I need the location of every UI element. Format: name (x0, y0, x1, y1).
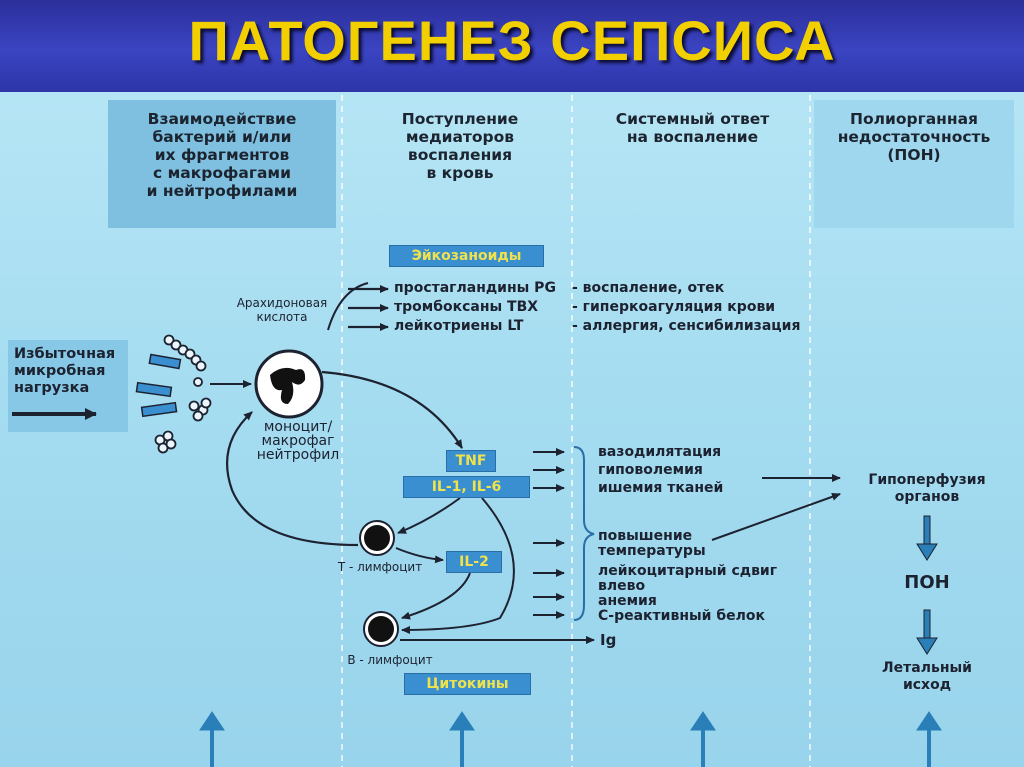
il-to-tlymph-arrow (397, 497, 461, 534)
column-separators (341, 95, 811, 767)
mediator-arrows (348, 285, 389, 331)
tnf-box: TNF (446, 450, 496, 472)
mediator-tbx: тромбоксаны ТВХ (394, 299, 539, 315)
t-lymphocyte-label: Т - лимфоцит (337, 560, 423, 574)
effect-shift-2: влево (598, 578, 646, 594)
pon-arrows (916, 515, 938, 655)
effect-hypovolemia: гиповолемия (598, 462, 703, 478)
bottom-arrow-head-1 (199, 711, 225, 731)
effect-anemia: анемия (598, 593, 657, 609)
tlymph-to-cell-arrow (225, 411, 359, 547)
title-bar: ПАТОГЕНЕЗ СЕПСИСА (0, 0, 1024, 92)
microbial-load-box (8, 340, 128, 432)
bottom-arrow-head-3 (690, 711, 716, 731)
b-lymphocyte-cell (363, 611, 399, 647)
pon-label: ПОН (904, 572, 950, 593)
il2-to-blymph-arrow (401, 572, 471, 620)
bottom-arrows (199, 711, 942, 767)
arachidonic-line (327, 282, 369, 331)
effect-ischemia: ишемия тканей (598, 480, 724, 496)
effect-crp: С-реактивный белок (598, 608, 765, 624)
il-to-blymph-arrow (401, 497, 515, 634)
column4-header-box (814, 100, 1014, 228)
bacteria-cocci (154, 334, 212, 454)
to-hypo-arrow-2 (711, 492, 841, 541)
tlymph-to-il2-arrow (395, 547, 444, 564)
rod-3 (140, 401, 178, 418)
mediator-pg-effect: - воспаление, отек (572, 280, 725, 296)
ig-label: Ig (600, 631, 617, 649)
rod-2 (135, 381, 173, 398)
effect-temp-2: температуры (598, 543, 706, 559)
bacteria-rods (135, 353, 182, 418)
effects-brace (573, 446, 595, 621)
b-lymphocyte-label: В - лимфоцит (347, 653, 433, 667)
effect-arrows (533, 448, 565, 619)
bottom-arrow-head-2 (449, 711, 475, 731)
cell-to-tnf-arrow (321, 370, 463, 449)
mediator-lt: лейкотриены LT (394, 318, 524, 334)
eicosanoids-box: Эйкозаноиды (389, 245, 544, 267)
il16-box: IL-1, IL-6 (403, 476, 530, 498)
macrophage-cell (254, 349, 324, 419)
effect-temp-1: повышение (598, 528, 693, 544)
effect-shift-1: лейкоцитарный сдвиг (598, 563, 778, 579)
cytokines-box: Цитокины (404, 673, 531, 695)
effect-vasodilation: вазодилятация (598, 444, 722, 460)
page-title: ПАТОГЕНЕЗ СЕПСИСА (188, 9, 836, 72)
column1-header-box (108, 100, 336, 228)
rod-1 (148, 353, 182, 370)
t-lymphocyte-cell (359, 520, 395, 556)
mediator-tbx-effect: - гиперкоагуляция крови (572, 299, 776, 315)
bottom-arrow-head-4 (916, 711, 942, 731)
mediator-lt-effect: - аллергия, сенсибилизация (572, 318, 801, 334)
mediator-pg: простагландины PG (394, 280, 556, 296)
il2-box: IL-2 (446, 551, 502, 573)
